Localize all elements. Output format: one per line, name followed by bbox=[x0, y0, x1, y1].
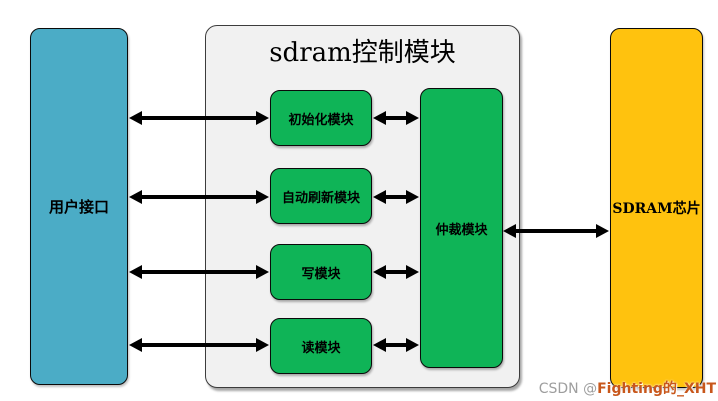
arrowhead-left-icon bbox=[373, 338, 386, 352]
module-write-label: 写模块 bbox=[301, 266, 341, 282]
diagram-title: sdram控制模块 bbox=[269, 38, 456, 68]
arrow-shaft bbox=[142, 195, 256, 199]
arrowhead-left-icon bbox=[129, 338, 142, 352]
arrowhead-left-icon bbox=[129, 190, 142, 204]
arrow-shaft bbox=[386, 116, 406, 120]
module-arbiter-label: 仲裁模块 bbox=[435, 222, 488, 238]
arrowhead-right-icon bbox=[406, 338, 419, 352]
arrow-shaft bbox=[386, 195, 406, 199]
arrow-shaft bbox=[386, 270, 406, 274]
module-init: 初始化模块 bbox=[270, 90, 372, 146]
arrowhead-right-icon bbox=[256, 338, 269, 352]
watermark: CSDN @Fighting的_XHT bbox=[539, 378, 716, 398]
arrow-shaft bbox=[142, 116, 256, 120]
arrow-read-arbiter bbox=[373, 338, 419, 352]
arrowhead-right-icon bbox=[406, 190, 419, 204]
arrow-user-init bbox=[129, 111, 269, 125]
module-read-label: 读模块 bbox=[301, 340, 341, 356]
module-init-label: 初始化模块 bbox=[288, 112, 354, 128]
arrow-shaft bbox=[516, 229, 596, 233]
watermark-prefix: CSDN @ bbox=[538, 381, 598, 397]
user-interface-block: 用户接口 bbox=[30, 28, 128, 385]
arrowhead-right-icon bbox=[406, 265, 419, 279]
module-arbiter: 仲裁模块 bbox=[420, 88, 503, 368]
arrowhead-left-icon bbox=[503, 224, 516, 238]
arrow-user-write bbox=[129, 265, 269, 279]
arrowhead-right-icon bbox=[256, 111, 269, 125]
arrowhead-right-icon bbox=[596, 224, 609, 238]
arrow-write-arbiter bbox=[373, 265, 419, 279]
module-auto-refresh: 自动刷新模块 bbox=[270, 168, 372, 224]
sdram-chip-label: SDRAM芯片 bbox=[612, 201, 701, 217]
arrowhead-right-icon bbox=[256, 265, 269, 279]
arrow-shaft bbox=[142, 270, 256, 274]
arrowhead-right-icon bbox=[406, 111, 419, 125]
user-interface-label: 用户接口 bbox=[48, 198, 109, 216]
arrowhead-left-icon bbox=[373, 111, 386, 125]
module-read: 读模块 bbox=[270, 318, 372, 374]
arrowhead-left-icon bbox=[129, 265, 142, 279]
arrow-refresh-arbiter bbox=[373, 190, 419, 204]
arrow-user-read bbox=[129, 338, 269, 352]
sdram-chip-block: SDRAM芯片 bbox=[610, 28, 703, 388]
arrow-user-refresh bbox=[129, 190, 269, 204]
arrowhead-left-icon bbox=[373, 265, 386, 279]
watermark-username: Fighting的_XHT bbox=[597, 381, 716, 397]
arrow-shaft bbox=[142, 343, 256, 347]
arrowhead-left-icon bbox=[129, 111, 142, 125]
module-write: 写模块 bbox=[270, 244, 372, 300]
arrowhead-right-icon bbox=[256, 190, 269, 204]
arrow-arbiter-sdram bbox=[503, 224, 609, 238]
arrow-init-arbiter bbox=[373, 111, 419, 125]
arrow-shaft bbox=[386, 343, 406, 347]
module-auto-refresh-label: 自动刷新模块 bbox=[281, 190, 360, 206]
arrowhead-left-icon bbox=[373, 190, 386, 204]
